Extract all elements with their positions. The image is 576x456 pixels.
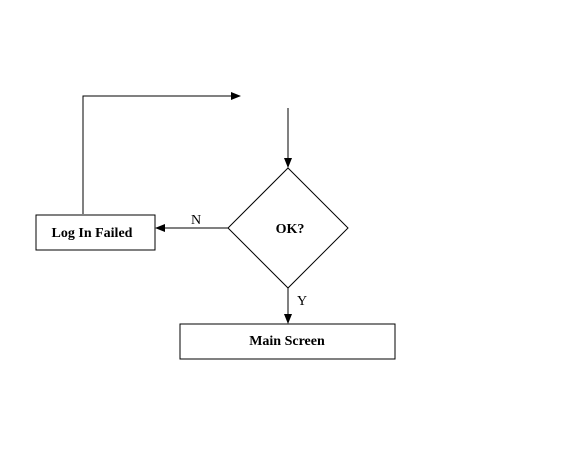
main-screen-node: Main Screen xyxy=(179,323,396,360)
main-screen-label: Main Screen xyxy=(249,334,325,349)
login-failed-node: Log In Failed xyxy=(35,214,156,251)
login-failed-label: Log In Failed xyxy=(52,226,133,241)
login-failed-box xyxy=(35,214,156,251)
yes-branch-label: Y xyxy=(297,294,307,309)
loop-back-connector xyxy=(82,92,241,214)
no-branch-label: N xyxy=(191,213,201,228)
decision-label: OK? xyxy=(276,222,305,237)
decision-node: OK? xyxy=(227,167,349,289)
main-screen-box xyxy=(179,323,396,360)
